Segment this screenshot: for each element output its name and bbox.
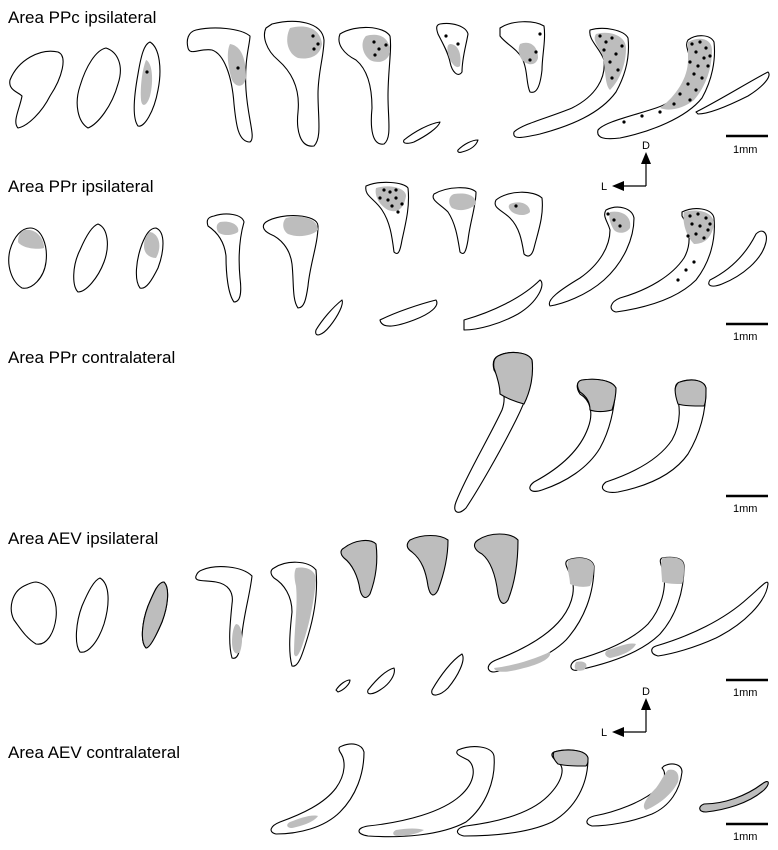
section <box>695 71 770 115</box>
panel-title: Area PPc ipsilateral <box>8 8 156 27</box>
section <box>597 35 716 140</box>
section <box>586 763 683 827</box>
section <box>340 539 378 599</box>
scale-bar-label: 1mm <box>733 331 757 343</box>
dorsal-label: D <box>642 686 650 698</box>
section <box>263 20 325 147</box>
section <box>601 379 707 493</box>
section <box>141 581 169 649</box>
scale-bar-label: 1mm <box>733 503 757 515</box>
section <box>570 556 685 671</box>
panel-title: Area PPr ipsilateral <box>8 177 154 196</box>
section <box>358 746 495 838</box>
section <box>432 187 477 255</box>
section <box>365 181 410 255</box>
section <box>463 279 543 331</box>
orientation-indicator: D L <box>601 686 651 739</box>
panel-aev-ipsilateral: Area AEV ipsilateral <box>8 529 769 739</box>
section <box>73 223 108 293</box>
panel-ppr-ipsilateral: Area PPr ipsilateral <box>8 177 768 343</box>
lateral-label: L <box>601 727 607 739</box>
orientation-indicator: D L <box>601 140 651 193</box>
scale-bar-label: 1mm <box>733 144 757 156</box>
section <box>651 581 769 657</box>
panel-title: Area AEV ipsilateral <box>8 529 158 548</box>
section <box>76 47 121 129</box>
section <box>8 227 47 289</box>
section <box>335 679 351 693</box>
section <box>436 22 469 75</box>
section <box>548 206 635 307</box>
section <box>431 653 464 696</box>
section <box>403 121 441 144</box>
section <box>473 533 519 604</box>
panel-title: Area PPr contralateral <box>8 348 175 367</box>
section <box>513 27 630 139</box>
section <box>406 534 449 596</box>
scale-bar-label: 1mm <box>733 831 757 843</box>
lateral-label: L <box>601 181 607 193</box>
section <box>135 227 164 289</box>
section <box>10 581 57 645</box>
section <box>133 41 161 127</box>
dorsal-label: D <box>642 140 650 152</box>
section <box>338 26 392 145</box>
section <box>270 743 365 835</box>
section <box>610 208 715 313</box>
section <box>9 50 64 129</box>
section <box>195 566 253 659</box>
section <box>454 351 534 513</box>
section <box>75 577 109 653</box>
section <box>262 215 319 309</box>
section <box>529 378 617 492</box>
panel-aev-contralateral: Area AEV contralateral 1mm <box>8 743 769 843</box>
section <box>708 230 767 287</box>
panel-title: Area AEV contralateral <box>8 743 180 762</box>
section <box>456 749 589 837</box>
section <box>206 213 245 303</box>
section <box>699 781 769 813</box>
section <box>315 299 343 336</box>
section <box>186 27 253 143</box>
section <box>379 299 438 327</box>
section <box>499 21 546 93</box>
section <box>457 139 479 153</box>
section <box>270 561 318 667</box>
section <box>487 557 595 673</box>
scale-bar-label: 1mm <box>733 687 757 699</box>
panel-ppc-ipsilateral: Area PPc ipsilateral <box>8 8 770 193</box>
section <box>494 191 543 257</box>
panel-ppr-contralateral: Area PPr contralateral 1mm <box>8 348 768 515</box>
section <box>367 667 395 695</box>
